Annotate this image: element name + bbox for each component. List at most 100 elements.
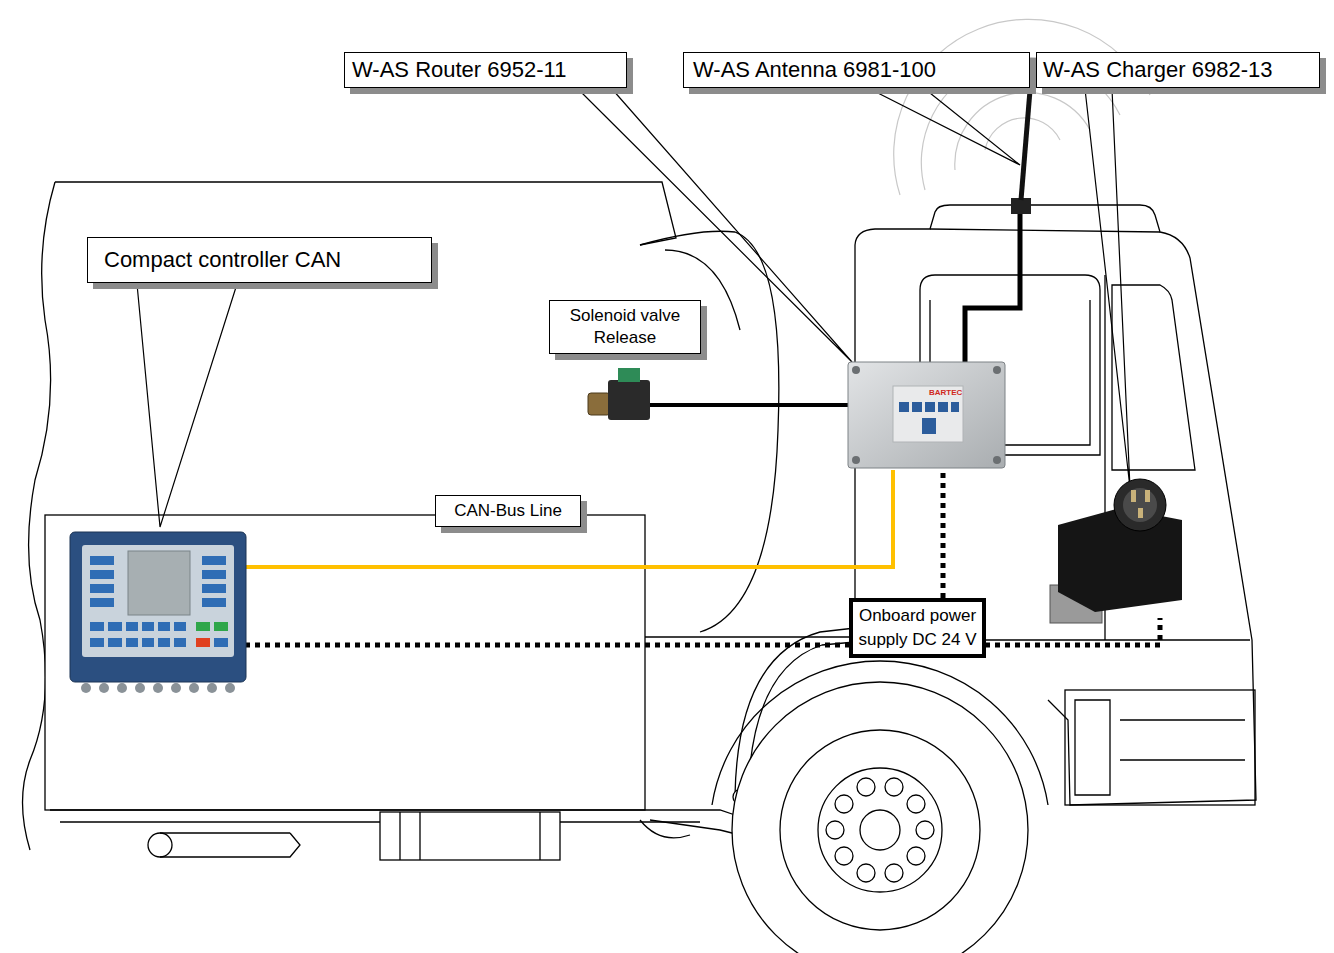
callout-box: W-AS Antenna 6981-100 xyxy=(683,52,1030,88)
wheel xyxy=(818,768,942,892)
wheel xyxy=(835,847,853,865)
antenna-symbol xyxy=(1011,198,1031,214)
router-device xyxy=(993,366,1001,374)
charger-device xyxy=(1131,490,1136,502)
wiring xyxy=(650,403,848,407)
callout-box: Compact controller CAN xyxy=(87,237,432,283)
controller-device xyxy=(90,556,114,565)
router-device xyxy=(848,362,1005,468)
leader-lines xyxy=(1085,89,1130,488)
router-device xyxy=(852,456,860,464)
power-supply-box: Onboard power supply DC 24 V xyxy=(849,598,986,658)
controller-device xyxy=(142,622,154,631)
brand-text: BARTEC xyxy=(929,388,962,397)
controller-device xyxy=(207,683,217,693)
charger-device xyxy=(1145,490,1150,502)
router-device xyxy=(951,402,959,412)
controller-device xyxy=(174,638,186,647)
charger-device xyxy=(1114,479,1166,531)
truck-outline xyxy=(640,231,779,632)
controller-device xyxy=(135,683,145,693)
controller-device xyxy=(90,570,114,579)
router-device xyxy=(899,402,909,412)
router-device xyxy=(922,418,936,434)
charger-device xyxy=(1058,508,1182,612)
node-text: W-AS Charger 6982-13 xyxy=(1043,56,1273,84)
controller-device xyxy=(82,545,234,657)
controller-device xyxy=(202,598,226,607)
antenna-symbol xyxy=(1011,78,1031,214)
controller-device xyxy=(90,584,114,593)
truck-outline xyxy=(160,833,300,857)
controller-device xyxy=(108,638,122,647)
wheel xyxy=(885,778,903,796)
controller-device xyxy=(202,556,226,565)
controller-device xyxy=(128,551,190,615)
controller-device xyxy=(70,532,246,693)
controller-device xyxy=(126,638,138,647)
controller-device xyxy=(108,622,122,631)
controller-device xyxy=(158,638,170,647)
line-label: CAN-Bus Line xyxy=(435,495,581,527)
wheel xyxy=(732,682,1028,953)
truck-outline xyxy=(560,821,700,822)
controller-device xyxy=(126,622,138,631)
callout-box: W-AS Charger 6982-13 xyxy=(1036,52,1320,88)
solenoid-valve xyxy=(618,368,640,382)
charger-device xyxy=(1050,479,1182,623)
truck-outline xyxy=(930,229,1160,232)
controller-device xyxy=(189,683,199,693)
node-text: CAN-Bus Line xyxy=(454,500,562,522)
wiring xyxy=(245,618,1160,645)
wheel xyxy=(907,847,925,865)
truck-outline xyxy=(400,812,540,860)
node-text: Onboard power supply DC 24 V xyxy=(857,604,978,652)
leader-lines xyxy=(137,89,1130,527)
wiring xyxy=(245,470,893,567)
wiring xyxy=(941,470,946,598)
wheel xyxy=(916,821,934,839)
controller-device xyxy=(225,683,235,693)
wheel xyxy=(857,864,875,882)
controller-device xyxy=(99,683,109,693)
truck-outline xyxy=(645,636,855,637)
wheel xyxy=(860,810,900,850)
component-label: Solenoid valve Release xyxy=(549,300,701,354)
truck-outline xyxy=(45,515,645,810)
controller-device xyxy=(90,638,104,647)
wiring xyxy=(965,212,1020,362)
truck-outline xyxy=(1075,700,1110,795)
solenoid-valve xyxy=(588,393,610,415)
wheel xyxy=(732,682,1028,953)
controller-device xyxy=(202,570,226,579)
controller-device xyxy=(214,638,228,647)
truck-outline xyxy=(55,182,676,245)
wheel xyxy=(857,778,875,796)
router-device xyxy=(852,366,860,374)
controller-device xyxy=(196,622,210,631)
truck-outline xyxy=(1065,690,1255,805)
wheel xyxy=(907,795,925,813)
radio-waves xyxy=(985,118,1060,150)
charger-device xyxy=(1138,508,1143,518)
controller-device xyxy=(174,622,186,631)
controller-device xyxy=(90,622,104,631)
solenoid-valve xyxy=(588,368,650,420)
router-device xyxy=(925,402,935,412)
controller-device xyxy=(81,683,91,693)
node-text: Solenoid valve Release xyxy=(554,305,696,349)
antenna-symbol xyxy=(1021,78,1031,200)
controller-device xyxy=(153,683,163,693)
node-text: Compact controller CAN xyxy=(104,246,341,274)
truck-outline xyxy=(1120,720,1245,760)
router-device xyxy=(993,456,1001,464)
router-device xyxy=(912,402,922,412)
controller-device xyxy=(171,683,181,693)
wheel xyxy=(780,730,980,930)
controller-device xyxy=(196,638,210,647)
controller-device xyxy=(117,683,127,693)
wheel xyxy=(835,795,853,813)
truck-outline xyxy=(60,821,380,822)
callout-box: W-AS Router 6952-11 xyxy=(344,52,627,88)
